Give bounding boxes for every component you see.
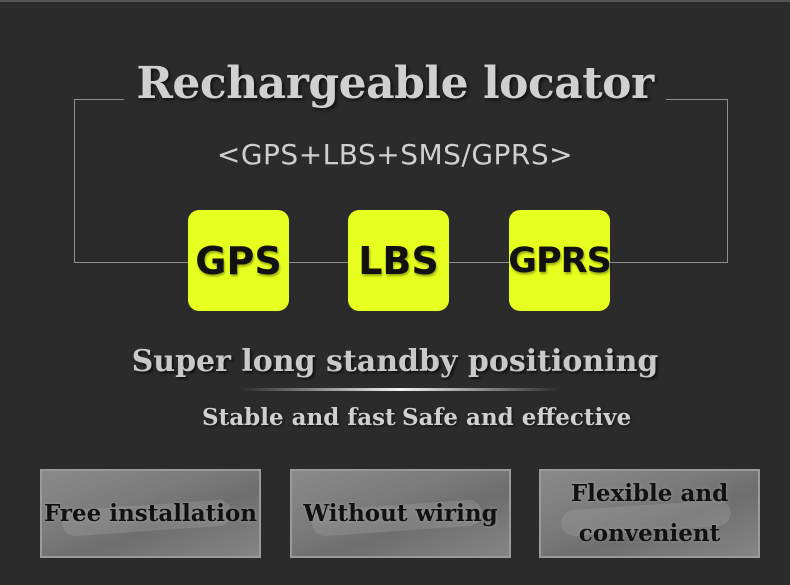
headline: Super long standby positioning [131, 344, 659, 379]
feature-label: Free installation [43, 499, 258, 527]
feature-box-wiring: Without wiring [290, 469, 511, 558]
tagline-safe: Safe and effective [402, 404, 632, 431]
badge-gprs: GPRS [508, 210, 612, 311]
badge-lbs: LBS [348, 210, 449, 311]
page-title-text: Rechargeable locator [124, 58, 666, 109]
top-divider [0, 0, 790, 2]
feature-label: Without wiring [303, 499, 498, 527]
feature-box-convenient: Flexible and convenient [539, 469, 760, 558]
badge-gps: GPS [188, 210, 289, 311]
page-title: Rechargeable locator [0, 58, 790, 109]
subtitle: <GPS+LBS+SMS/GPRS> [216, 138, 574, 171]
glow-divider [240, 388, 560, 391]
feature-label: Flexible and convenient [570, 479, 729, 547]
tagline-stable: Stable and fast [202, 404, 396, 431]
feature-box-installation: Free installation [40, 469, 261, 558]
